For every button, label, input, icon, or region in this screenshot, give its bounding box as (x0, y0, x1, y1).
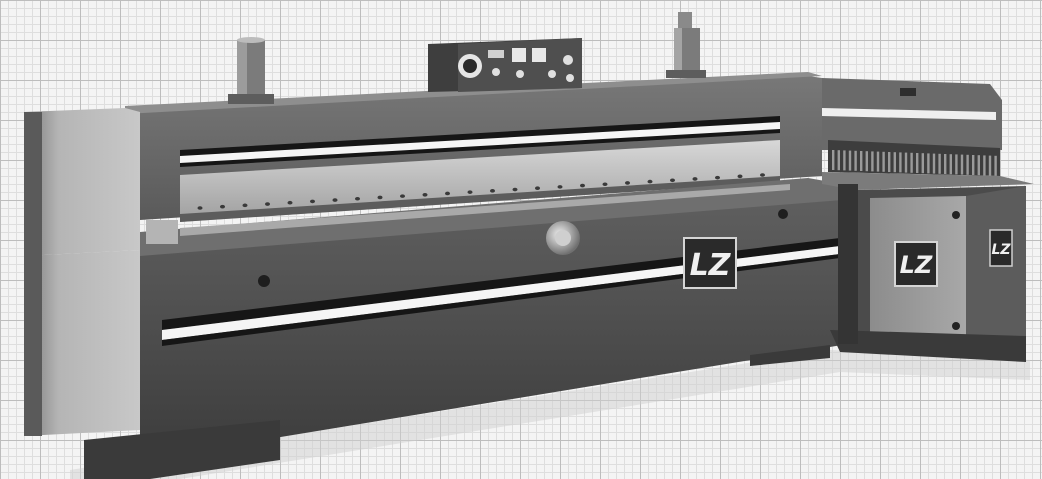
head-beam-top-ledge (125, 72, 822, 114)
blade-bolt (422, 193, 428, 197)
blade-bolt (670, 178, 675, 183)
front-logo-badge: LZ (683, 237, 737, 289)
blade-bolt (535, 186, 540, 190)
blade-bolt (737, 174, 743, 179)
base-plinth (84, 420, 280, 479)
blade-bolt (242, 203, 248, 208)
comb-tooth (977, 155, 980, 176)
right-head-stripe (822, 108, 996, 120)
blade-bolt (377, 195, 383, 200)
base-foot-right (750, 345, 830, 366)
comb-tooth (983, 155, 986, 176)
comb-tooth (871, 151, 874, 172)
cabinet-side-logo-text: LZ (991, 242, 1011, 258)
comb-tooth (927, 153, 930, 174)
blade-bolt (332, 198, 338, 202)
head-stripe-white (180, 122, 780, 164)
blade-bolt (580, 183, 585, 188)
blade-bolt (647, 179, 653, 184)
comb-tooth (960, 154, 964, 175)
right-cabinet-side (966, 186, 1026, 350)
blade-bolt (287, 200, 293, 205)
blade-edge (180, 176, 780, 222)
comb-tooth (843, 150, 846, 171)
body-stripe-black (162, 238, 840, 330)
blade-bolt (512, 187, 518, 192)
right-cylinder (666, 12, 706, 78)
blade-bolt (355, 196, 360, 201)
comb-tooth (899, 152, 902, 173)
comb-tooth (988, 155, 992, 176)
section-connector (838, 184, 858, 344)
front-hole-right (778, 209, 788, 219)
comb-tooth (865, 151, 868, 172)
control-panel (428, 38, 582, 92)
left-cylinder (228, 37, 274, 104)
comb-tooth (876, 151, 880, 172)
body-stripe-white (162, 246, 840, 340)
comb-tooth (932, 153, 936, 174)
cabinet-bolt-top (952, 211, 960, 219)
blade-bolt (310, 199, 315, 204)
comb-tooth (882, 151, 885, 172)
blade-bolt (625, 181, 630, 185)
comb-tooth (904, 152, 908, 173)
comb-tooth (893, 152, 896, 173)
cabinet-bolt-bottom (952, 322, 960, 330)
comb-tooth (848, 150, 852, 171)
blade-bolt (220, 204, 225, 209)
comb-tooth (837, 150, 840, 171)
blade-bolt (760, 173, 765, 177)
front-logo-text: LZ (690, 248, 732, 283)
right-blade-comb (832, 150, 997, 176)
left-housing-bottom (24, 250, 140, 436)
floor-shadow (70, 350, 1030, 479)
blade-bolt (445, 191, 450, 196)
clamp-block (146, 220, 178, 244)
left-housing-top (24, 108, 140, 256)
blade-bolt (557, 185, 563, 189)
comb-tooth (938, 153, 941, 174)
body-stripe-black-2 (162, 254, 840, 346)
comb-tooth (944, 154, 947, 174)
blade-window (180, 140, 780, 222)
blade-bolt (490, 189, 495, 193)
comb-tooth (921, 153, 924, 174)
blade-bolt (400, 194, 405, 198)
left-housing-shadow (24, 112, 42, 436)
blade-bolts (197, 173, 765, 210)
comb-tooth (972, 155, 975, 175)
blade-bolt (197, 206, 203, 210)
front-table-rail (180, 184, 790, 236)
comb-tooth (832, 150, 835, 170)
front-knob-center (555, 230, 571, 246)
blade-bolt (602, 182, 608, 187)
comb-tooth (966, 154, 969, 175)
cabinet-side-logo-badge: LZ (989, 229, 1013, 267)
comb-tooth (910, 152, 913, 173)
head-stripe-black-2 (180, 129, 780, 167)
blade-bolt (692, 177, 698, 181)
right-head-indicator (900, 88, 916, 96)
comb-tooth (955, 154, 958, 175)
comb-tooth (916, 153, 919, 173)
comb-tooth (994, 155, 997, 176)
blade-bolt (467, 190, 473, 194)
cabinet-logo-text: LZ (900, 251, 933, 279)
cabinet-logo-badge: LZ (894, 241, 938, 287)
comb-tooth (854, 150, 857, 171)
blade-bolt (265, 202, 270, 206)
blade-bolt (715, 175, 720, 180)
front-hole-left (258, 275, 270, 287)
comb-tooth (888, 152, 891, 172)
right-cabinet-base (830, 330, 1026, 362)
right-table (822, 172, 1034, 190)
comb-tooth (860, 151, 863, 171)
comb-tooth (949, 154, 952, 175)
